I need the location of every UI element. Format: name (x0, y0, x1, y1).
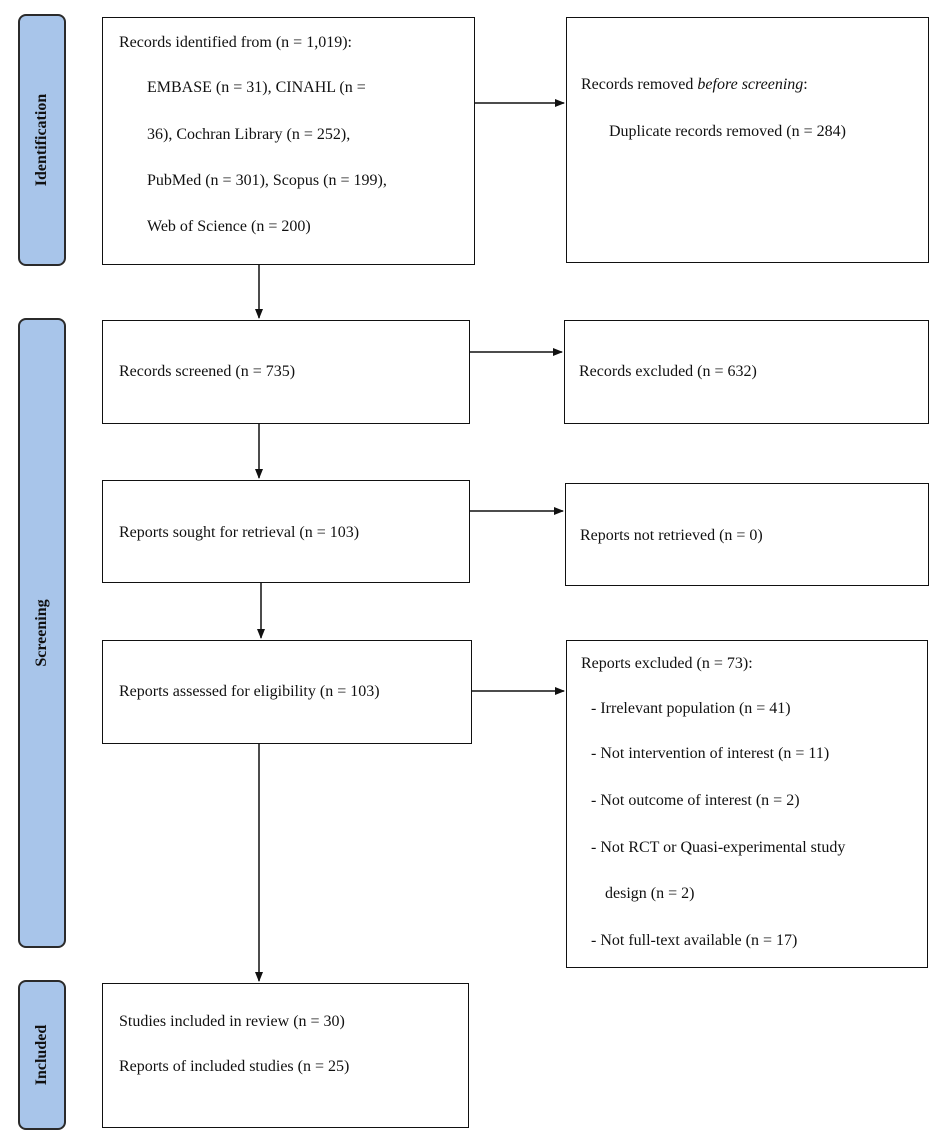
records-excluded-text: Records excluded (n = 632) (579, 363, 757, 380)
records-excluded-box: Records excluded (n = 632) (564, 320, 929, 424)
phase-screening-bar: Screening (18, 318, 66, 948)
phase-included-bar: Included (18, 980, 66, 1130)
phase-identification-bar: Identification (18, 14, 66, 266)
source-line: EMBASE (n = 31), CINAHL (n = (147, 79, 366, 96)
reports-assessed-text: Reports assessed for eligibility (n = 10… (119, 683, 380, 700)
records-removed-heading: Records removed before screening: (581, 75, 808, 94)
studies-included-box: Studies included in review (n = 30) Repo… (102, 983, 469, 1128)
records-removed-heading-suffix: : (803, 76, 808, 93)
exclusion-reason: - Not RCT or Quasi-experimental study (591, 839, 846, 856)
exclusion-reason: - Irrelevant population (n = 41) (591, 700, 791, 717)
source-line: Web of Science (n = 200) (147, 218, 311, 235)
reports-assessed-box: Reports assessed for eligibility (n = 10… (102, 640, 472, 744)
studies-included-text: Studies included in review (n = 30) (119, 1013, 345, 1030)
records-removed-heading-prefix: Records removed (581, 76, 698, 93)
reports-included-text: Reports of included studies (n = 25) (119, 1058, 350, 1075)
reports-excluded-box: Reports excluded (n = 73): - Irrelevant … (566, 640, 928, 968)
source-line: 36), Cochran Library (n = 252), (147, 126, 351, 143)
exclusion-reason: - Not full-text available (n = 17) (591, 932, 798, 949)
reports-sought-text: Reports sought for retrieval (n = 103) (119, 524, 360, 541)
exclusion-reason-continued: design (n = 2) (605, 885, 695, 902)
records-screened-text: Records screened (n = 735) (119, 363, 296, 380)
reports-not-retrieved-box: Reports not retrieved (n = 0) (565, 483, 929, 586)
records-removed-box: Records removed before screening: Duplic… (566, 17, 929, 263)
reports-not-retrieved-text: Reports not retrieved (n = 0) (580, 527, 763, 544)
reports-excluded-heading: Reports excluded (n = 73): (581, 655, 753, 672)
records-identified-heading: Records identified from (n = 1,019): (119, 34, 352, 51)
records-identified-box: Records identified from (n = 1,019): EMB… (102, 17, 475, 265)
records-screened-box: Records screened (n = 735) (102, 320, 470, 424)
source-line: PubMed (n = 301), Scopus (n = 199), (147, 172, 387, 189)
duplicates-removed-text: Duplicate records removed (n = 284) (609, 123, 846, 140)
reports-sought-box: Reports sought for retrieval (n = 103) (102, 480, 470, 583)
exclusion-reason: - Not intervention of interest (n = 11) (591, 745, 830, 762)
exclusion-reason: - Not outcome of interest (n = 2) (591, 792, 800, 809)
records-removed-heading-emphasis: before screening (697, 76, 804, 93)
